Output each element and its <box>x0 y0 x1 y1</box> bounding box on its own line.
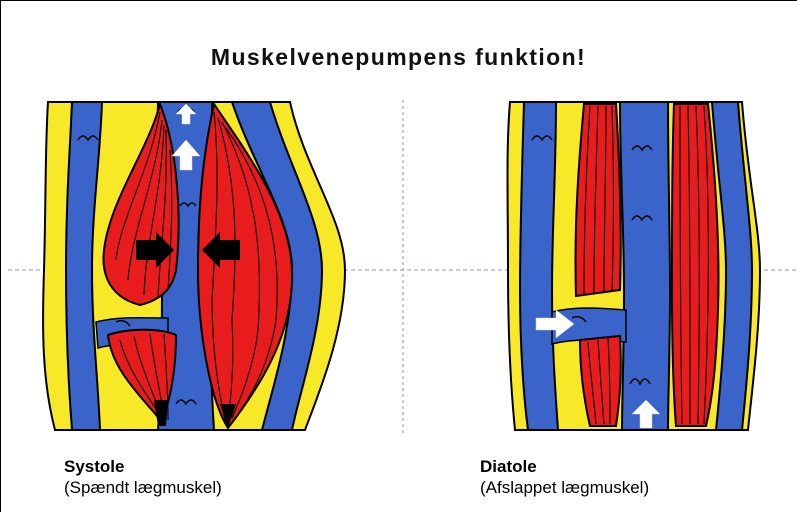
systole-caption-title: Systole <box>64 457 124 477</box>
diastole-caption-title: Diatole <box>480 457 537 477</box>
diastole-muscle-right <box>672 104 719 426</box>
diastole-caption-subtitle: (Afslappet lægmuskel) <box>480 478 649 498</box>
diastole-superficial-vein <box>520 102 558 430</box>
systole-illustration <box>43 102 345 430</box>
systole-caption-subtitle: (Spændt lægmuskel) <box>64 478 222 498</box>
diastole-illustration <box>508 102 761 430</box>
diastole-deep-vein <box>620 102 670 430</box>
